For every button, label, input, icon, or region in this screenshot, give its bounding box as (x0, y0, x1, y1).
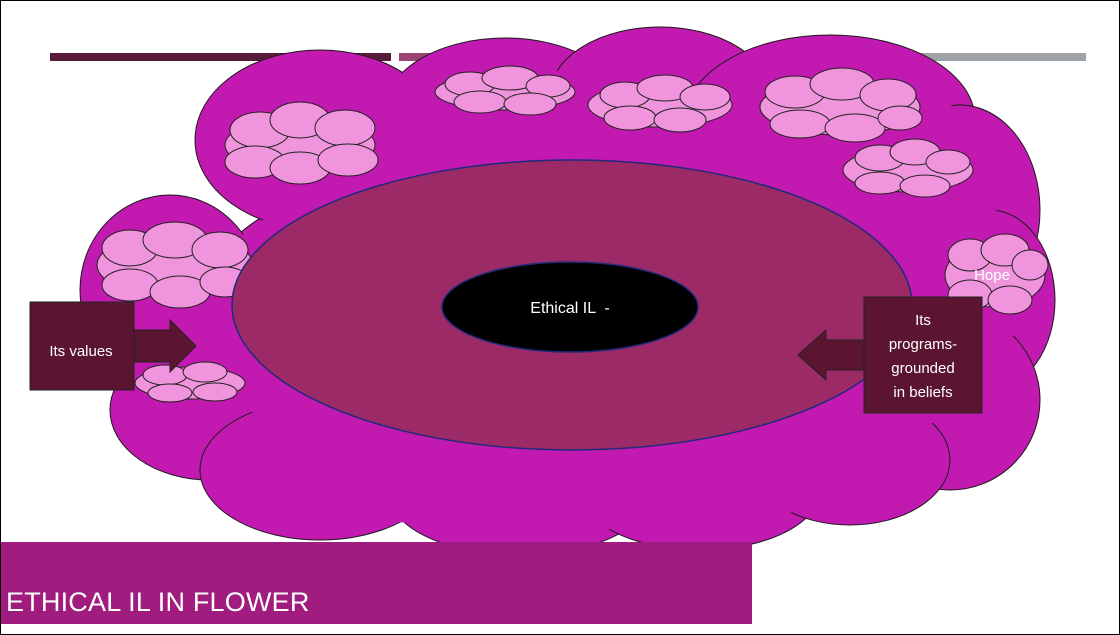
core-ellipse (441, 261, 699, 353)
left-label: Its values (49, 343, 112, 360)
left-arrow-icon (797, 328, 865, 382)
accent-bar-dark (50, 53, 391, 61)
right-label-line-3: grounded (891, 360, 954, 377)
cloud-1 (224, 101, 379, 185)
left-callout: Its values (29, 301, 197, 391)
cloud-3 (587, 74, 733, 133)
clouds (96, 65, 1049, 403)
right-callout: Its programs- grounded in beliefs (797, 296, 983, 414)
cloud-4 (759, 67, 923, 143)
cloud-5 (842, 138, 974, 198)
title-bar: ETHICAL IL IN FLOWER (0, 542, 752, 624)
cloud-7 (134, 361, 246, 403)
right-label-line-4: in beliefs (893, 384, 952, 401)
right-label-line-2: programs- (889, 336, 957, 353)
core-label: Ethical IL - (530, 300, 609, 317)
cloud-8 (944, 233, 1049, 315)
cloud-2 (434, 65, 576, 116)
right-label-line-1: Its (915, 312, 931, 329)
slide-title: ETHICAL IL IN FLOWER (6, 587, 310, 617)
cloud-6 (96, 221, 254, 309)
right-arrow-icon (133, 318, 197, 374)
hope-label: Hope (974, 267, 1010, 284)
